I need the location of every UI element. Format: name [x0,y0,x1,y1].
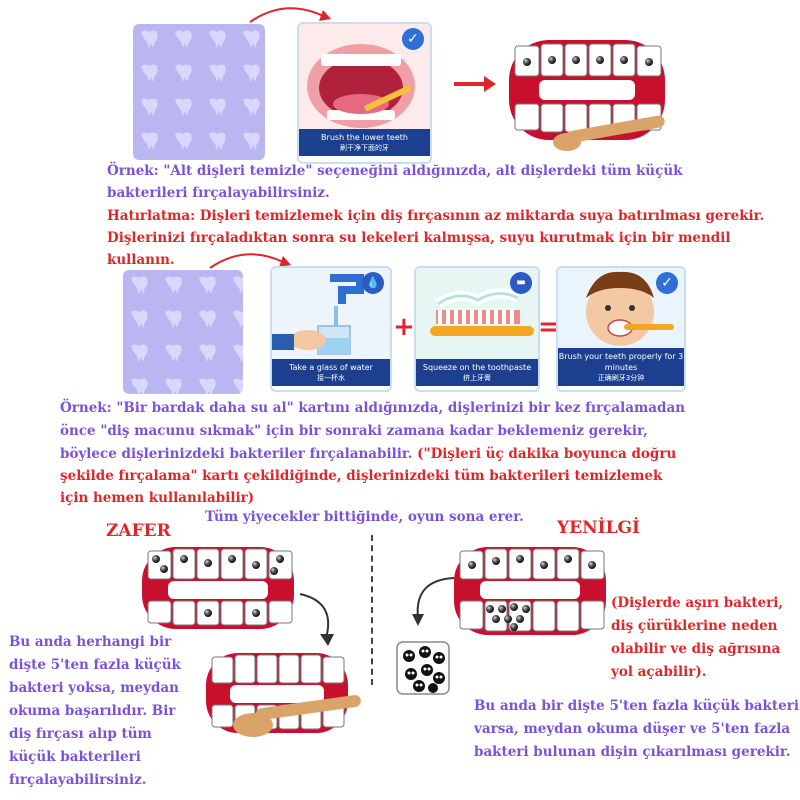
caption-text: Take a glass of water [289,363,373,372]
victory-desc-line: Bu anda herhangi bir [9,634,172,650]
curved-arrow-down-icon [299,593,334,646]
victory-desc-line: fırçalayabilirsiniz. [9,772,147,788]
defeat-note-line: olabilir ve diş ağrısına [611,641,781,657]
defeat-desc-line: Bu anda bir dişte 5'ten fazla küçük bakt… [474,698,799,714]
removed-tooth-bacteria-icon [396,641,450,695]
defeat-note-line: yol açabilir). [611,664,707,680]
arrow-right-icon [454,76,496,92]
defeat-heading: YENİLGİ [557,518,641,538]
tooth-pattern-icon [123,270,243,394]
tooth-pattern-card[interactable] [123,270,243,394]
check-icon: ✓ [656,272,678,294]
defeat-desc-line: bakteri bulunan dişin çıkarılması gereki… [474,744,791,760]
brush-properly-card[interactable]: ✓ Brush your teeth properly for 3 minute… [556,266,686,392]
victory-desc-line: bakteri yoksa, meydan [9,680,179,696]
example2-line3: böylece dişlerinizdeki bakteriler fırçal… [60,445,676,464]
curved-arrow-down-icon [412,577,455,626]
defeat-desc-line: varsa, meydan okuma düşer ve 5'ten fazla [474,721,791,737]
curved-arrow-icon [249,7,331,23]
card-caption: Brush your teeth properly for 3 minutes … [558,348,684,386]
card-caption: Take a glass of water 接一杯水 [272,359,390,386]
defeat-note-line: (Dişlerde aşırı bakteri, [611,595,784,611]
teeth-model-clean-icon [206,653,348,733]
example2-line1: Örnek: "Bir bardak daha su al" kartını a… [60,400,686,416]
reminder-line3: kullanın. [107,252,175,268]
example1-line1: Örnek: "Alt dişleri temizle" seçeneğini … [107,163,683,179]
teeth-model-victory-icon [142,547,294,629]
caption-sub: 刷干净下面的牙 [340,144,389,152]
victory-desc-line: diş fırçası alıp tüm [9,726,152,742]
plus-sign: + [393,312,415,342]
example1-line2: bakterileri fırçalayabilirsiniz. [107,185,330,201]
caption-text: Brush the lower teeth [321,133,408,142]
victory-heading: ZAFER [106,521,171,541]
example2-line4: şekilde fırçalama" kartı çekildiğinde, d… [60,468,663,484]
tooth-pattern-card[interactable] [133,24,265,160]
victory-desc-line: okuma başarılıdır. Bir [9,703,176,719]
caption-sub: 接一杯水 [317,374,345,382]
defeat-note-line: diş çürüklerine neden [611,618,778,634]
reminder-line2: Dişlerinizi fırçaladıktan sonra su lekel… [107,230,731,246]
victory-desc-line: küçük bakterileri [9,749,141,765]
equals-sign: = [538,312,560,342]
brush-lower-teeth-card[interactable]: ✓ Brush the lower teeth 刷干净下面的牙 [297,22,432,164]
card-caption: Squeeze on the toothpaste 挤上牙膏 [416,359,538,386]
toothpaste-icon: ▬ [510,272,532,294]
caption-text: Squeeze on the toothpaste [422,363,532,372]
example2-line5: için hemen kullanılabilir) [60,490,255,506]
teeth-model-defeat-icon [454,547,606,635]
squeeze-toothpaste-card[interactable]: ▬ Squeeze on the toothpaste 挤上牙膏 [414,266,540,392]
water-drops-icon: 💧 [362,272,384,294]
toothbrush-icon [233,695,361,737]
game-end-text: Tüm yiyecekler bittiğinde, oyun sona ere… [205,509,524,525]
section-divider [371,535,373,685]
teeth-model-clean-icon [509,40,665,151]
example2-line3-purple: böylece dişlerinizdeki bakteriler fırçal… [60,446,413,462]
caption-sub: 挤上牙膏 [463,374,491,382]
example2-line2: önce "diş macunu sıkmak" için bir sonrak… [60,423,648,439]
example2-line3-red: ("Dişleri üç dakika boyunca doğru [412,446,677,462]
victory-desc-line: dişte 5'ten fazla küçük [9,657,181,673]
reminder-line1: Hatırlatma: Dişleri temizlemek için diş … [107,208,765,224]
tooth-pattern-icon [133,24,265,160]
check-icon: ✓ [402,28,424,50]
curved-arrow-icon [209,253,291,269]
glass-of-water-card[interactable]: 💧 Take a glass of water 接一杯水 [270,266,392,392]
card-caption: Brush the lower teeth 刷干净下面的牙 [299,129,430,156]
caption-sub: 正确刷牙3分钟 [597,374,645,382]
caption-text: Brush your teeth properly for 3 minutes [558,352,684,372]
